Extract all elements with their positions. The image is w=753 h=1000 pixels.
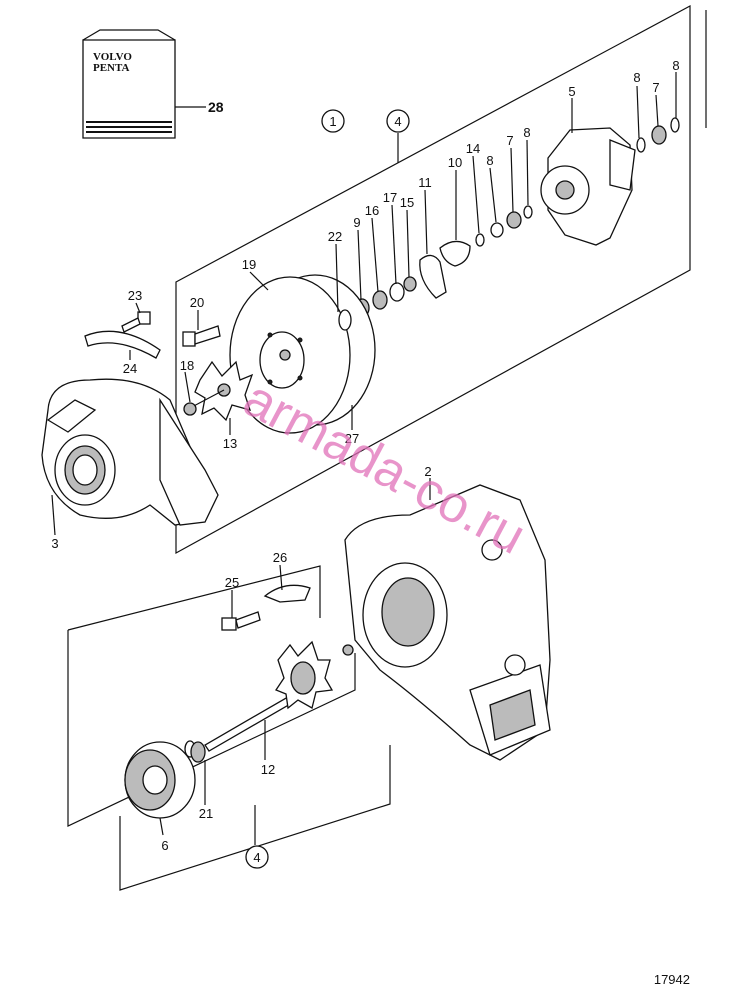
label-part-8d: 8 [486,153,493,168]
label-part-21: 21 [199,806,213,821]
turbine-shaft-part [204,640,334,752]
label-part-18: 18 [180,358,194,373]
group-1-label: 1 [329,114,336,129]
label-part-7a: 7 [652,80,659,95]
label-part-8b: 8 [672,58,679,73]
clamp-24-part [84,330,161,359]
leader-lines [51,72,677,836]
label-part-23: 23 [128,288,142,303]
label-part-12: 12 [261,762,275,777]
label-part-20: 20 [190,295,204,310]
group-4-top-label: 4 [394,114,401,129]
compressor-wheel-part [189,360,254,422]
compressor-backplate-part [229,274,376,434]
label-part-11: 11 [418,175,432,190]
turbine-housing-part [342,484,551,761]
bolt-25-part [221,611,261,631]
label-part-16: 16 [365,203,379,218]
label-part-27: 27 [345,431,359,446]
nut-18-part [183,402,197,416]
manual-brand-volvo: VOLVO [93,51,132,63]
bolt-23-part [121,311,151,333]
manual-ref-label: 28 [208,99,224,115]
manual-brand-penta: PENTA [93,62,130,74]
lower-group-bracket: 4 [67,565,391,891]
label-part-26: 26 [273,550,287,565]
manual-book-icon: VOLVO PENTA 28 [82,29,224,139]
label-part-7b: 7 [506,133,513,148]
heat-shield-6-part [124,741,196,819]
label-part-5: 5 [568,84,575,99]
bolt-20-part [182,325,221,347]
label-part-9: 9 [353,215,360,230]
label-part-15: 15 [400,195,414,210]
label-part-6: 6 [161,838,168,853]
group-4-bottom-label: 4 [253,850,260,865]
compressor-housing-part [41,378,219,526]
bearing-housing-part [540,127,636,246]
label-part-3: 3 [51,536,58,551]
figure-number: 17942 [654,972,690,987]
label-part-8c: 8 [523,125,530,140]
label-part-10: 10 [448,155,462,170]
label-part-22: 22 [328,229,342,244]
label-part-14: 14 [466,141,480,156]
label-part-13: 13 [223,436,237,451]
label-part-24: 24 [123,361,137,376]
label-part-2: 2 [424,464,431,479]
clamp-26-part [263,584,311,603]
label-part-19: 19 [242,257,256,272]
label-part-25: 25 [225,575,239,590]
part-number-labels: 5 8 7 8 8 7 8 14 10 11 15 17 16 9 22 19 … [51,58,679,853]
label-part-17: 17 [383,190,397,205]
seal-ring-21-part [184,740,206,763]
label-part-8a: 8 [633,70,640,85]
seal-rings-chain [354,117,680,318]
